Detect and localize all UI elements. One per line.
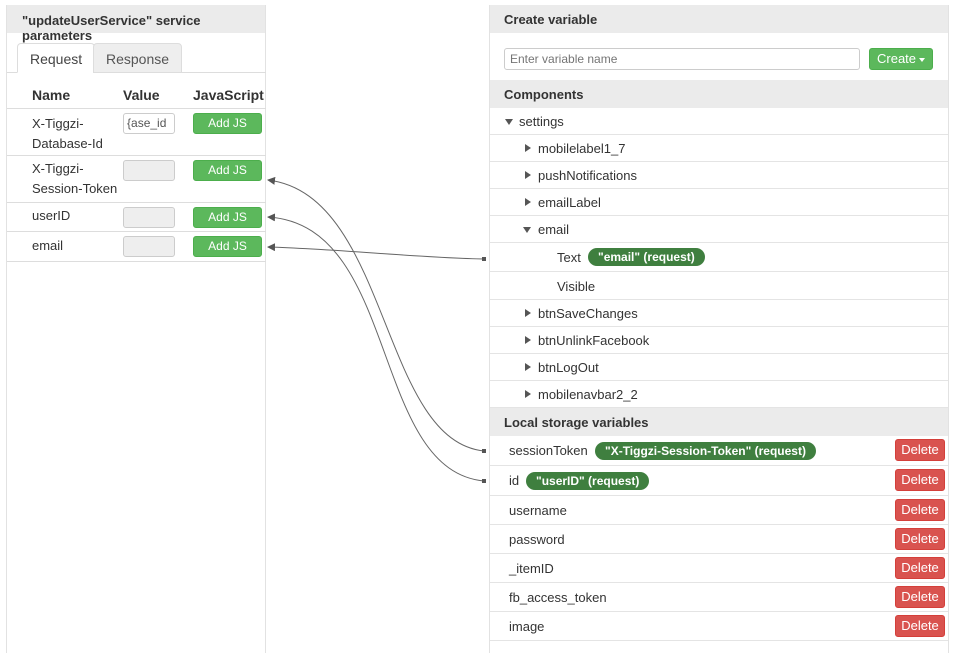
storage-row-sessiontoken: sessionToken "X-Tiggzi-Session-Token" (r… — [490, 436, 948, 466]
collapsed-triangle-icon — [525, 198, 531, 206]
expanded-triangle-icon — [523, 227, 531, 233]
tree-item-label: btnUnlinkFacebook — [538, 333, 650, 348]
tab-response[interactable]: Response — [93, 43, 183, 73]
tree-item-visible-property[interactable]: Visible — [490, 272, 948, 300]
tree-item-btnunlinkfacebook[interactable]: btnUnlinkFacebook — [490, 327, 948, 354]
param-value-input[interactable]: ase_id} — [123, 113, 175, 134]
connector-session-token[interactable] — [267, 176, 485, 452]
storage-row-image: image Delete — [490, 612, 948, 641]
components-header: Components — [490, 80, 948, 108]
params-table-header: Name Value JavaScript — [7, 87, 266, 109]
connector-email[interactable] — [267, 243, 485, 260]
create-button-label: Create — [877, 51, 917, 66]
param-name: userID — [32, 208, 71, 223]
storage-variable-name: fb_access_token — [509, 590, 607, 605]
caret-down-icon — [919, 58, 925, 62]
param-row: email Add JS — [7, 232, 266, 262]
collapsed-triangle-icon — [525, 171, 531, 179]
tree-item-label: mobilenavbar2_2 — [538, 387, 638, 402]
collapsed-triangle-icon — [525, 309, 531, 317]
storage-variable-name: username — [509, 503, 567, 518]
storage-variable-name: password — [509, 532, 565, 547]
add-js-button[interactable]: Add JS — [193, 160, 262, 181]
param-name: X-Tiggzi-Database-Id — [32, 116, 103, 151]
variables-panel: Create variable Create Components settin… — [489, 5, 949, 653]
mapping-badge: "userID" (request) — [526, 472, 650, 490]
tree-item-email[interactable]: email — [490, 216, 948, 243]
collapsed-triangle-icon — [525, 363, 531, 371]
storage-variable-name: image — [509, 619, 545, 634]
delete-button[interactable]: Delete — [895, 499, 945, 521]
create-button[interactable]: Create — [869, 48, 933, 70]
column-header-name: Name — [32, 87, 71, 103]
storage-variable-name: sessionToken — [509, 443, 588, 458]
service-parameters-panel: "updateUserService" service parameters R… — [6, 5, 266, 653]
collapsed-triangle-icon — [525, 390, 531, 398]
storage-row-itemid: _itemID Delete — [490, 554, 948, 583]
tree-item-label: settings — [519, 114, 564, 129]
storage-row-fb-access-token: fb_access_token Delete — [490, 583, 948, 612]
tree-item-label: mobilelabel1_7 — [538, 141, 626, 156]
connector-anchor — [482, 479, 486, 483]
add-js-button[interactable]: Add JS — [193, 236, 262, 257]
panel-title: "updateUserService" service parameters — [7, 5, 265, 43]
delete-button[interactable]: Delete — [895, 528, 945, 550]
tree-item-label: email — [538, 222, 570, 237]
tree-item-text-property[interactable]: Text "email" (request) — [490, 243, 948, 272]
tree-item-settings[interactable]: settings — [490, 108, 948, 135]
param-name: email — [32, 238, 64, 253]
delete-button[interactable]: Delete — [895, 615, 945, 637]
delete-button[interactable]: Delete — [895, 469, 945, 491]
param-row: userID Add JS — [7, 203, 266, 232]
connector-anchor — [482, 257, 486, 261]
tree-item-btnsavechanges[interactable]: btnSaveChanges — [490, 300, 948, 327]
param-name: X-Tiggzi-Session-Token — [32, 161, 118, 196]
tree-item-btnlogout[interactable]: btnLogOut — [490, 354, 948, 381]
param-value-input[interactable] — [123, 236, 175, 257]
tree-item-pushnotifications[interactable]: pushNotifications — [490, 162, 948, 189]
tree-item-mobilelabel[interactable]: mobilelabel1_7 — [490, 135, 948, 162]
delete-button[interactable]: Delete — [895, 557, 945, 579]
add-js-button[interactable]: Add JS — [193, 207, 262, 228]
collapsed-triangle-icon — [525, 336, 531, 344]
tree-item-label: emailLabel — [538, 195, 601, 210]
property-label: Text — [557, 250, 581, 265]
param-row: X-Tiggzi-Database-Id ase_id} Add JS — [7, 109, 266, 156]
storage-variable-name: id — [509, 473, 520, 488]
tab-bar: Request Response — [7, 43, 266, 73]
mapping-badge: "X-Tiggzi-Session-Token" (request) — [595, 442, 816, 460]
storage-row-password: password Delete — [490, 525, 948, 554]
delete-button[interactable]: Delete — [895, 586, 945, 608]
create-variable-header: Create variable — [490, 5, 948, 33]
storage-row-id: id "userID" (request) Delete — [490, 466, 948, 496]
column-header-javascript: JavaScript — [193, 87, 264, 103]
tree-item-label: btnLogOut — [538, 360, 599, 375]
param-value-input[interactable] — [123, 160, 175, 181]
variable-name-input[interactable] — [504, 48, 860, 70]
delete-button[interactable]: Delete — [895, 439, 945, 461]
tree-item-label: btnSaveChanges — [538, 306, 638, 321]
tree-item-label: pushNotifications — [538, 168, 637, 183]
mapping-badge: "email" (request) — [588, 248, 705, 266]
tree-item-mobilenavbar[interactable]: mobilenavbar2_2 — [490, 381, 948, 408]
column-header-value: Value — [123, 87, 160, 103]
add-js-button[interactable]: Add JS — [193, 113, 262, 134]
local-storage-header: Local storage variables — [490, 408, 948, 436]
expanded-triangle-icon — [505, 119, 513, 125]
storage-row-username: username Delete — [490, 496, 948, 525]
tab-request[interactable]: Request — [17, 43, 96, 73]
connector-user-id[interactable] — [267, 213, 485, 482]
tree-item-emaillabel[interactable]: emailLabel — [490, 189, 948, 216]
connector-anchor — [482, 449, 486, 453]
param-value-input[interactable] — [123, 207, 175, 228]
storage-variable-name: _itemID — [509, 561, 554, 576]
param-row: X-Tiggzi-Session-Token Add JS — [7, 156, 266, 203]
collapsed-triangle-icon — [525, 144, 531, 152]
property-label: Visible — [557, 279, 596, 294]
